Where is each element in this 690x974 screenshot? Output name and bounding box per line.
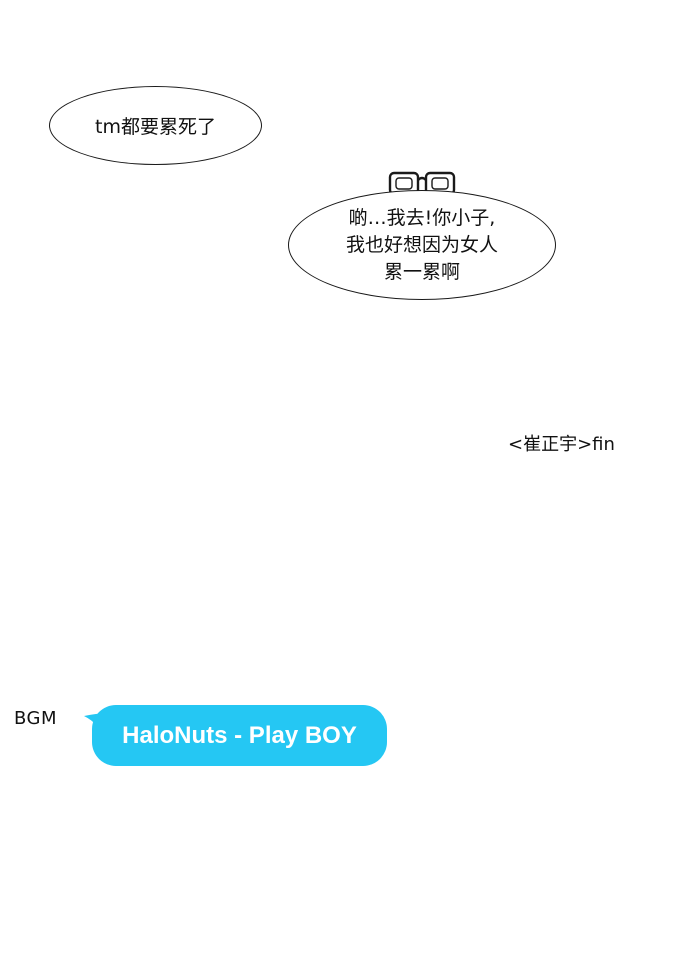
speech-bubble-2-line-3: 累一累啊 [383, 260, 460, 283]
bgm-song-title: HaloNuts - Play BOY [92, 705, 387, 766]
chapter-end-caption: <崔正宇>fin [508, 434, 615, 455]
speech-bubble-2-line-2: 我也好想因为女人 [345, 233, 498, 256]
speech-bubble-2-line-1: 啲…我去!你小子, [348, 206, 496, 229]
speech-bubble-2: 啲…我去!你小子, 我也好想因为女人 累一累啊 [288, 190, 556, 300]
speech-bubble-1-text: tm都要累死了 [95, 116, 216, 138]
speech-bubble-1: tm都要累死了 [49, 86, 262, 165]
bgm-song-bubble: HaloNuts - Play BOY [78, 704, 390, 770]
bgm-label: BGM [14, 708, 58, 729]
